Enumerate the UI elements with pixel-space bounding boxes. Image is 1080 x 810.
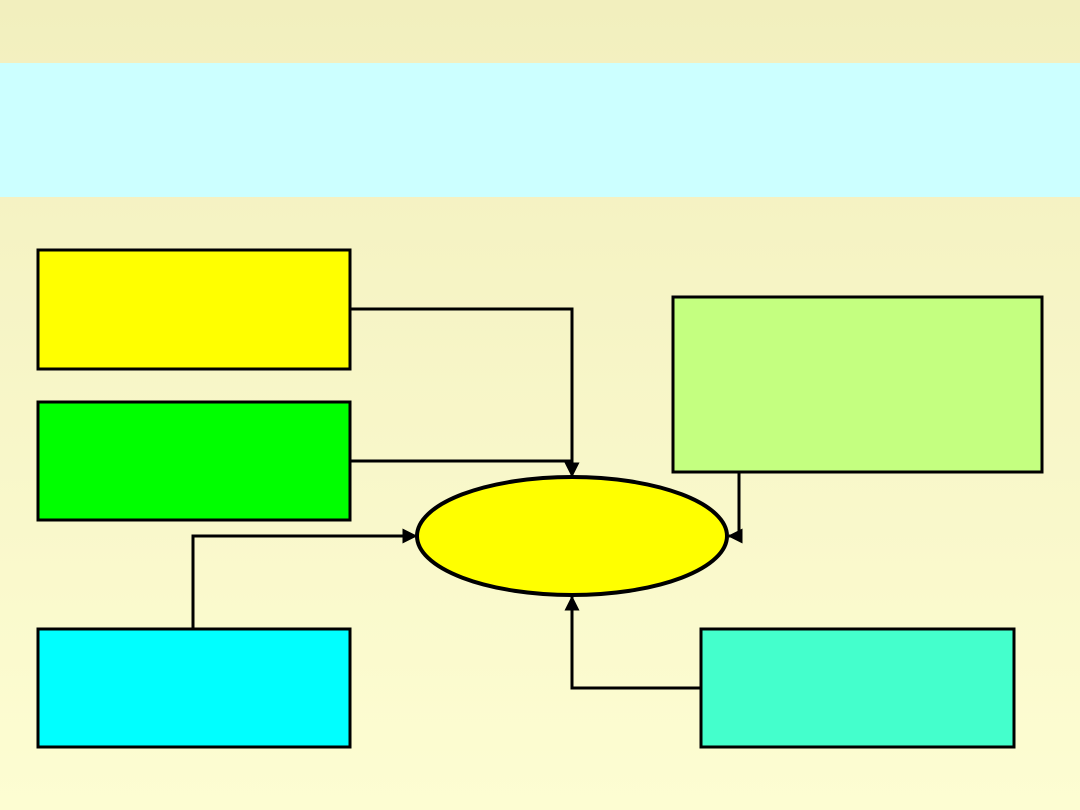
box-bottom-right (699, 627, 1016, 749)
box-top-right (671, 295, 1044, 474)
box-mid-left (36, 400, 352, 522)
connector-top-right (727, 472, 743, 544)
box-bottom-left (36, 627, 352, 749)
center-ellipse (415, 475, 729, 597)
connector-bottom-left (191, 528, 418, 629)
title-band (0, 63, 1080, 197)
connector-top-left (350, 307, 580, 478)
connector-bottom-right (564, 595, 701, 690)
box-top-left (36, 248, 352, 371)
